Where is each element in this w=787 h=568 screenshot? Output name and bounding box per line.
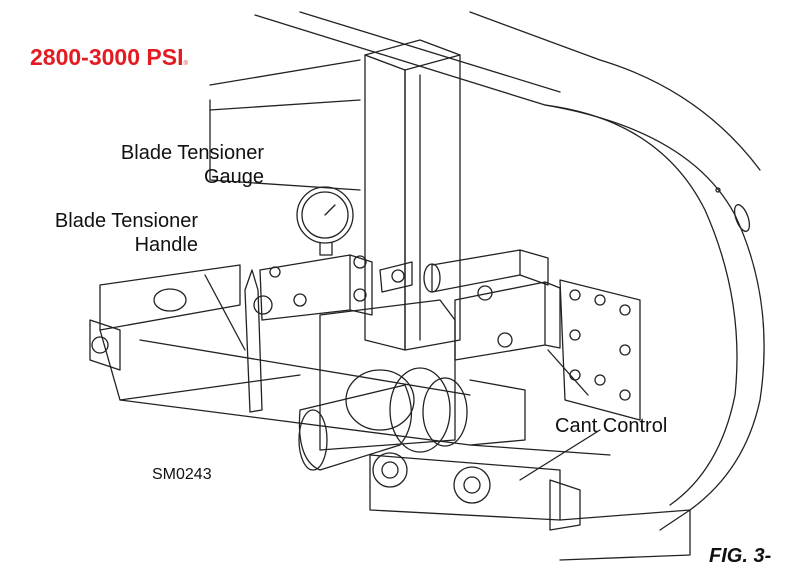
pressure-range-label: 2800-3000 PSI® (30, 44, 188, 71)
gauge-callout-line1: Blade Tensioner (120, 142, 264, 164)
handle-callout: Blade Tensioner Handle (2, 209, 198, 257)
valve-block (259, 254, 413, 321)
vertical-column (364, 39, 461, 351)
lower-body-motor (298, 299, 526, 471)
handle-callout-line2: Handle (134, 234, 198, 256)
pressure-range-text: 2800-3000 PSI (30, 44, 184, 70)
cant-control-callout: Cant Control (555, 415, 668, 437)
handle-callout-line1: Blade Tensioner (54, 210, 198, 232)
gauge-callout: Blade Tensioner Gauge (92, 141, 264, 189)
part-code: SM0243 (152, 466, 212, 483)
tensioner-gauge (296, 186, 354, 256)
tensioner-handle (204, 269, 273, 413)
gauge-callout-line2: Gauge (203, 166, 264, 188)
pressure-registered-mark: ® (183, 61, 188, 67)
rails-and-rollers (89, 264, 691, 561)
figure-label: FIG. 3- (709, 545, 772, 567)
cant-control-plate (547, 279, 641, 421)
blade-housing (209, 11, 765, 531)
